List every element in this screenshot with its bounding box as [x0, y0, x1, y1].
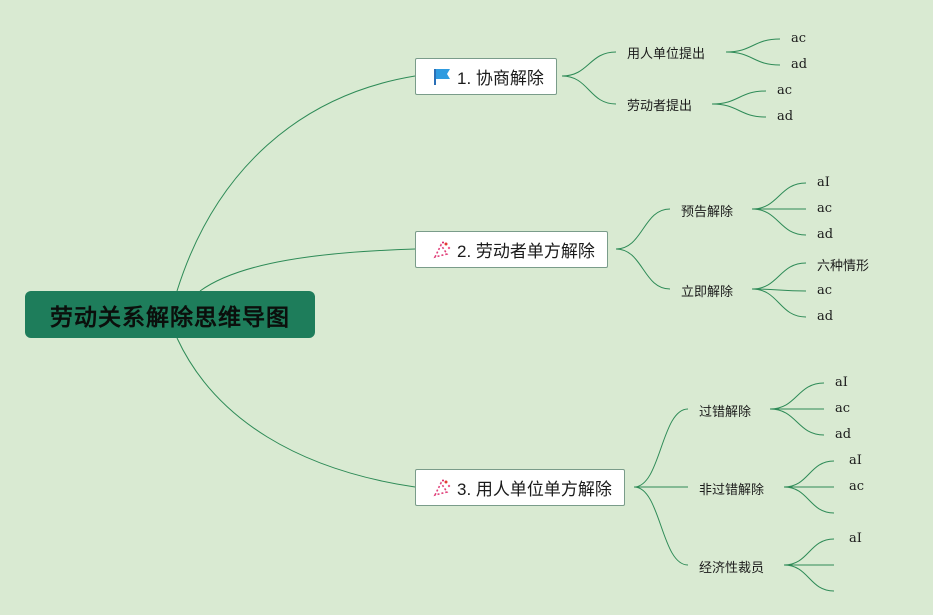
connector-line — [711, 103, 767, 118]
leaf-topic[interactable]: ad — [835, 427, 852, 442]
root-topic[interactable]: 劳动关系解除思维导图 — [25, 291, 315, 338]
leaf-topic[interactable]: ad — [791, 57, 808, 72]
connector-line — [751, 208, 807, 236]
connector-line — [633, 486, 689, 566]
connector-line — [783, 538, 835, 566]
leaf-topic[interactable]: aI — [817, 175, 830, 190]
connector-line — [783, 460, 835, 488]
branch-2-label: 2. 劳动者单方解除 — [457, 242, 595, 261]
connector-line — [176, 337, 416, 488]
sub-topic[interactable]: 过错解除 — [699, 405, 752, 420]
sub-topic[interactable]: 立即解除 — [681, 285, 734, 300]
flag-icon — [432, 67, 452, 87]
connector-line — [561, 51, 617, 77]
connector-line — [725, 51, 781, 66]
connector-line — [769, 408, 825, 436]
party-popper-icon — [432, 240, 452, 260]
connector-line — [561, 75, 617, 105]
root-topic-label: 劳动关系解除思维导图 — [50, 304, 290, 331]
leaf-topic[interactable]: ad — [777, 109, 794, 124]
leaf-topic[interactable]: ad — [817, 227, 834, 242]
connector-line — [751, 262, 807, 290]
leaf-topic[interactable]: ac — [817, 283, 833, 298]
connector-line — [751, 288, 807, 318]
connector-line — [176, 75, 416, 292]
leaf-topic[interactable]: ac — [777, 83, 793, 98]
connector-line — [725, 38, 781, 53]
leaf-topic[interactable]: ad — [817, 309, 834, 324]
branch-3-label: 3. 用人单位单方解除 — [457, 480, 612, 499]
branch-3-topic[interactable]: 3. 用人单位单方解除 — [415, 469, 625, 506]
branch-2-topic[interactable]: 2. 劳动者单方解除 — [415, 231, 608, 268]
leaf-topic[interactable]: ac — [817, 201, 833, 216]
leaf-topic[interactable]: aI — [835, 375, 848, 390]
connector-line — [199, 248, 416, 292]
sub-topic[interactable]: 用人单位提出 — [627, 47, 706, 62]
connector-line — [769, 382, 825, 410]
branch-1-topic[interactable]: 1. 协商解除 — [415, 58, 557, 95]
leaf-topic[interactable]: ac — [835, 401, 851, 416]
connector-line — [711, 90, 767, 105]
connector-line — [615, 208, 671, 250]
leaf-topic[interactable]: aI — [849, 531, 862, 546]
leaf-topic[interactable]: 六种情形 — [817, 259, 870, 274]
connector-line — [751, 182, 807, 210]
leaf-topic[interactable]: ac — [791, 31, 807, 46]
sub-topic[interactable]: 预告解除 — [681, 205, 734, 220]
leaf-topic[interactable]: ac — [849, 479, 865, 494]
connector-line — [783, 564, 835, 592]
party-popper-icon — [432, 478, 452, 498]
branch-1-label: 1. 协商解除 — [457, 69, 544, 88]
sub-topic[interactable]: 经济性裁员 — [699, 561, 765, 576]
sub-topic[interactable]: 劳动者提出 — [627, 99, 693, 114]
leaf-topic[interactable]: aI — [849, 453, 862, 468]
connector-line — [633, 408, 689, 488]
connector-line — [615, 248, 671, 290]
connector-line — [783, 486, 835, 514]
sub-topic[interactable]: 非过错解除 — [699, 483, 765, 498]
